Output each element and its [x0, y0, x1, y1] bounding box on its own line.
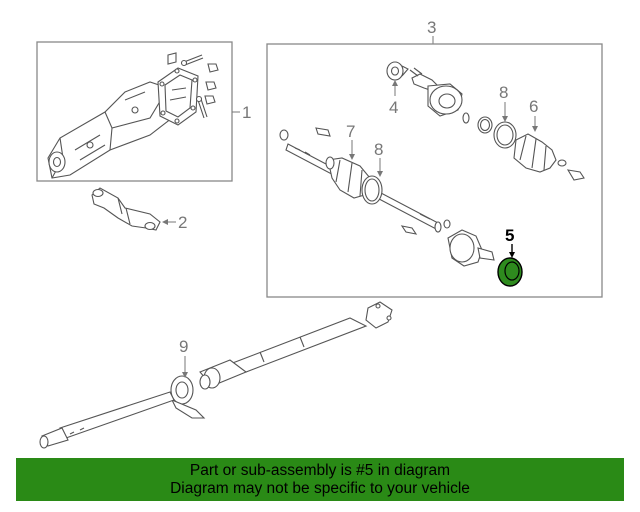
- differential-mount-bracket: [91, 187, 161, 231]
- part-6-cv-boot: [513, 133, 585, 181]
- callout-1: 1: [242, 103, 251, 122]
- axle-shaft-box: [266, 43, 603, 298]
- banner-line-1: Part or sub-assembly is #5 in diagram: [189, 462, 451, 479]
- callout-7: 7: [346, 122, 355, 141]
- callout-5: 5: [505, 226, 514, 245]
- part-8-boot-clamp-outer: [493, 121, 517, 149]
- snap-rings: [462, 112, 493, 134]
- part-4-washer: [386, 61, 409, 81]
- callout-9: 9: [179, 337, 188, 356]
- part-5-oil-seal: [497, 257, 523, 287]
- callout-4: 4: [389, 98, 398, 117]
- differential-cover: [157, 67, 199, 126]
- part-8-boot-clamp-inner: [361, 175, 383, 205]
- differential-housing: [47, 81, 173, 179]
- info-banner: Part or sub-assembly is #5 in diagram Di…: [16, 458, 624, 501]
- differential-bolts: [167, 52, 219, 119]
- callout-2: 2: [178, 213, 187, 232]
- callout-6: 6: [529, 97, 538, 116]
- propeller-shaft: [39, 301, 393, 449]
- callout-3: 3: [427, 18, 436, 37]
- inner-cv-joint: [447, 229, 495, 267]
- banner-line-2: Diagram may not be specific to your vehi…: [170, 480, 470, 497]
- callout-8-lower: 8: [374, 140, 383, 159]
- callout-8-upper: 8: [499, 83, 508, 102]
- outer-cv-joint: [409, 67, 463, 117]
